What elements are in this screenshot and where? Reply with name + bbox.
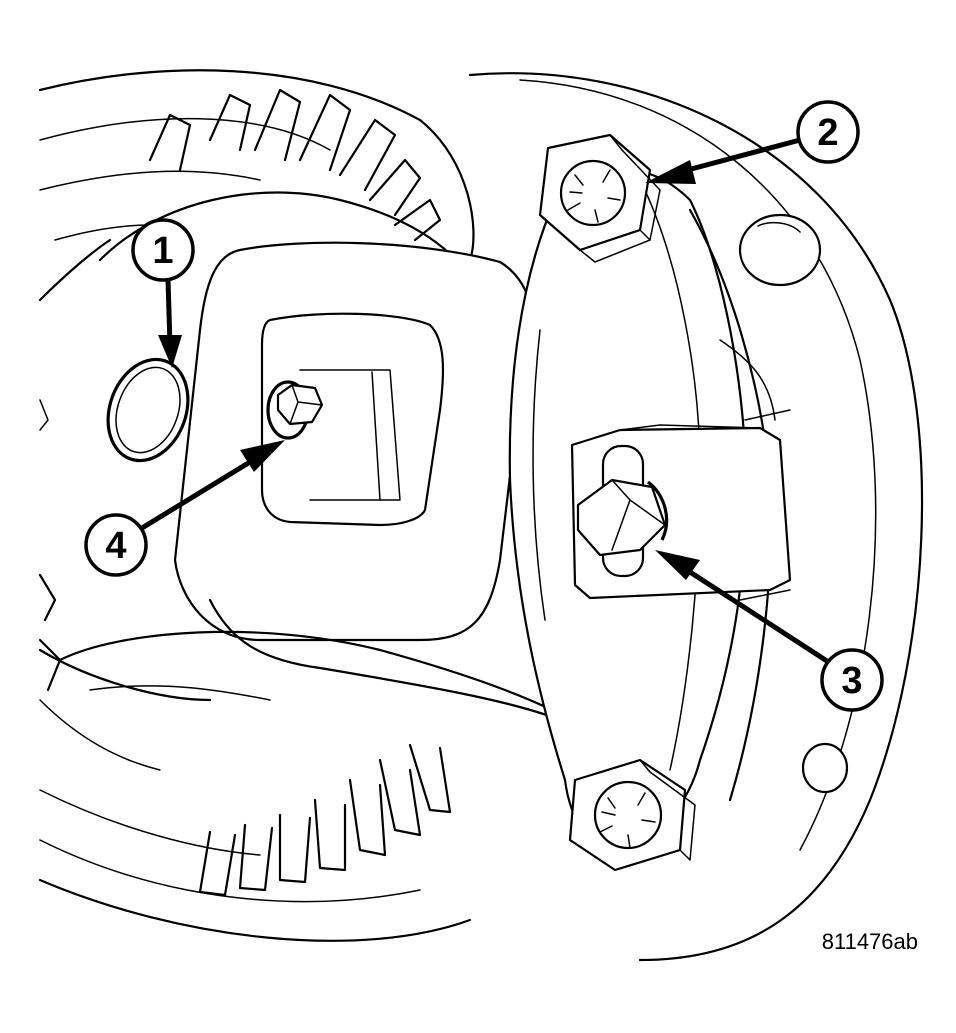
- callout-1-number: 1: [152, 230, 173, 272]
- case-flange: [58, 598, 592, 732]
- callout-2: 2: [645, 100, 860, 184]
- callout-4-number: 4: [105, 525, 126, 567]
- bearing-cap-bolt-bottom: [568, 758, 696, 872]
- bearing-cap: [508, 133, 792, 872]
- differential-cross-shaft-housing: [173, 241, 533, 642]
- callout-1: 1: [131, 218, 195, 368]
- callout-3-number: 3: [841, 660, 862, 702]
- housing-hole-upper: [738, 213, 822, 287]
- ring-gear-teeth-bottom: [198, 743, 452, 897]
- callout-4: 4: [84, 440, 285, 577]
- callout-3: 3: [655, 550, 884, 712]
- cross-shaft-lock-bolt: [266, 380, 324, 440]
- ring-gear-teeth-top: [148, 88, 442, 242]
- lock-plate-bolt: [576, 478, 669, 557]
- axle-housing: [468, 72, 924, 962]
- o-ring-seal: [106, 357, 190, 463]
- bearing-cap-bolt-top: [538, 133, 661, 263]
- figure-id-label: 811476ab: [821, 929, 918, 954]
- housing-hole-lower: [801, 742, 849, 794]
- adjuster-lock-plate: [570, 424, 792, 600]
- ring-gear: [38, 69, 475, 942]
- callout-2-number: 2: [817, 112, 838, 154]
